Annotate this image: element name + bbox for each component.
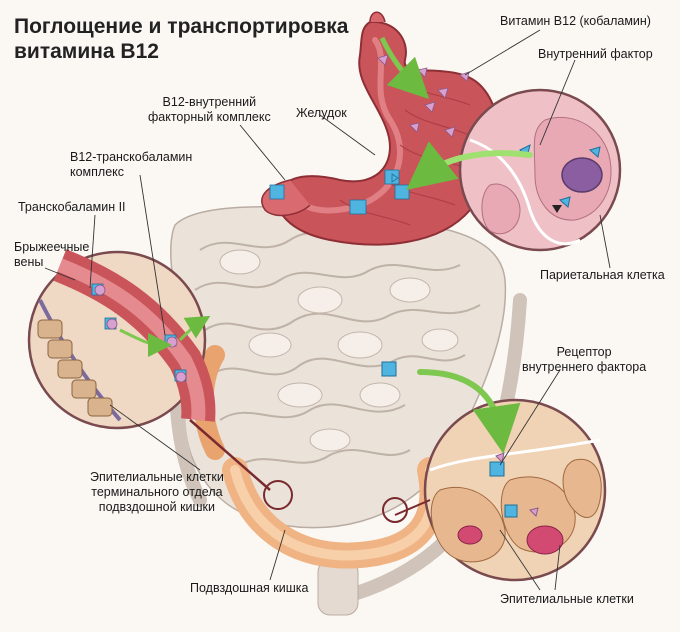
label-vitamin-b12: Витамин B12 (кобаламин) (500, 14, 651, 28)
leader-lines (44, 29, 611, 591)
label-ileal-epithelium-line-2: терминального отдела (91, 485, 223, 499)
ileal-epithelium-zoom (27, 249, 216, 430)
parietal-zoom (458, 88, 622, 252)
label-b12-if-complex: B12-внутренний факторный комплекс (148, 95, 271, 125)
label-b12-if-complex-line-1: B12-внутренний (162, 95, 257, 109)
label-mesenteric-line-2: вены (14, 255, 44, 269)
diagram-title: Поглощение и транспортировка витамина B1… (14, 14, 348, 64)
label-transcobalamin: Транскобаламин II (18, 200, 126, 214)
label-ileal-epithelium-line-3: подвздошной кишки (98, 500, 216, 514)
label-ileal-epithelium-line-1: Эпителиальные клетки (90, 470, 224, 484)
label-stomach: Желудок (296, 106, 347, 120)
label-ileal-epithelium: Эпителиальные клетки терминального отдел… (90, 470, 224, 515)
label-parietal-cell: Париетальная клетка (540, 268, 665, 282)
title-line-1: Поглощение и транспортировка (14, 15, 349, 38)
title-line-2: витамина B12 (14, 40, 159, 63)
intrinsic-factor-complexes (269, 169, 410, 215)
label-mesenteric-line-1: Брыжеечные (14, 240, 90, 254)
label-receptor-line-1: Рецептор (556, 345, 612, 359)
label-receptor: Рецептор внутреннего фактора (522, 345, 646, 375)
label-b12-if-complex-line-2: факторный комплекс (148, 110, 271, 124)
label-b12-tc-complex-line-2: комплекс (70, 165, 125, 179)
label-ileum: Подвздошная кишка (190, 581, 309, 595)
label-intrinsic-factor: Внутренний фактор (538, 47, 653, 61)
label-b12-tc-complex-line-1: B12-транскобаламин (70, 150, 193, 164)
small-intestine (170, 206, 507, 529)
label-b12-tc-complex: B12-транскобаламин комплекс (70, 150, 192, 180)
label-receptor-line-2: внутреннего фактора (522, 360, 647, 374)
label-epithelial-cells: Эпителиальные клетки (500, 592, 634, 606)
receptor-zoom (423, 398, 607, 582)
label-mesenteric-veins: Брыжеечные вены (14, 240, 89, 270)
